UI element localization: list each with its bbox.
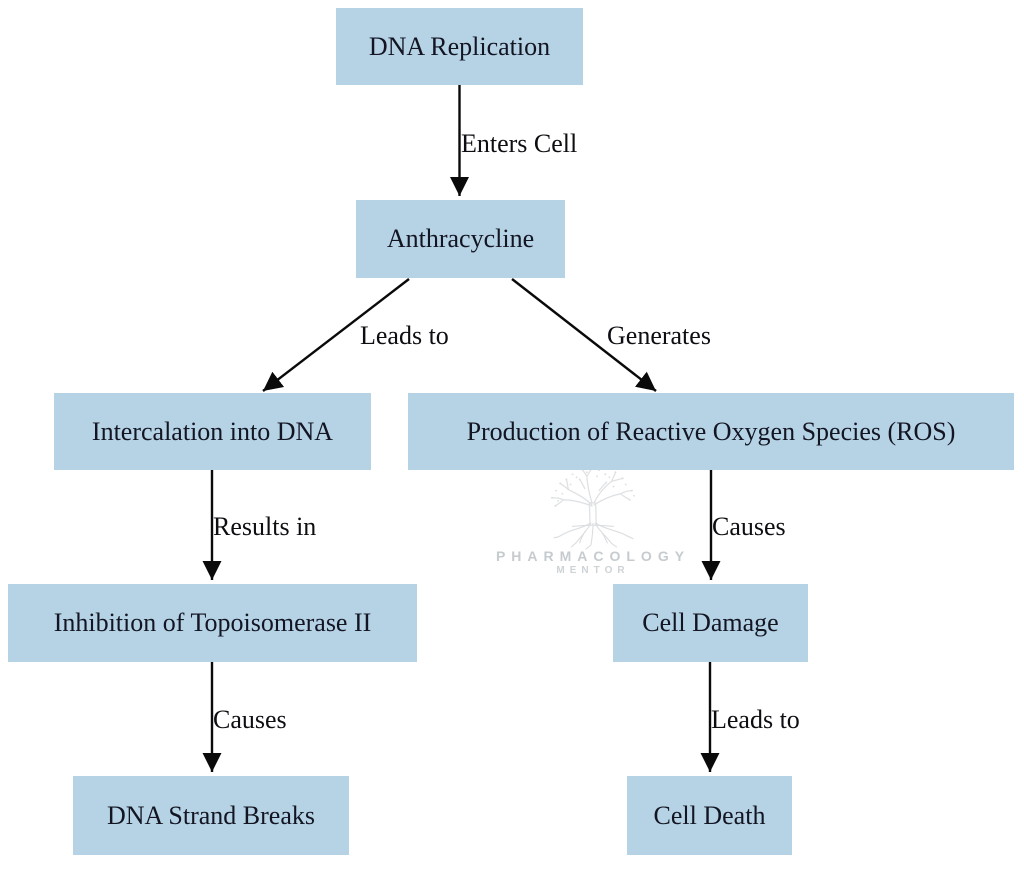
edge-label-generates: Generates: [607, 321, 711, 350]
node-label-cell-damage: Cell Damage: [642, 608, 779, 637]
node-label-dna-strand-breaks: DNA Strand Breaks: [107, 800, 315, 830]
node-label-dna-replication: DNA Replication: [368, 31, 551, 61]
node-label-intercalation-into-dna: Intercalation into DNA: [91, 416, 334, 446]
node-topoisomerase-inhibition: Inhibition of Topoisomerase II: [8, 584, 417, 662]
edge-label-leads-to-left: Leads to: [360, 321, 449, 350]
node-label-ros-production: Production of Reactive Oxygen Species (R…: [466, 416, 956, 446]
node-label-anthracycline: Anthracycline: [386, 224, 535, 253]
edge-anthracycline-to-intercalation: [262, 278, 410, 392]
node-anthracycline: Anthracycline: [356, 200, 565, 278]
node-ros-production: Production of Reactive Oxygen Species (R…: [408, 393, 1014, 470]
edge-label-causes-left: Causes: [213, 705, 287, 734]
edge-label-enters-cell: Enters Cell: [461, 129, 578, 158]
edge-label-leads-to-right: Leads to: [711, 705, 800, 734]
edge-anthracycline-to-ros: [511, 278, 657, 392]
node-dna-replication: DNA Replication: [336, 8, 583, 85]
node-cell-death: Cell Death: [627, 776, 792, 855]
edge-label-results-in: Results in: [213, 512, 317, 541]
node-dna-strand-breaks: DNA Strand Breaks: [73, 776, 349, 855]
node-label-topoisomerase-inhibition: Inhibition of Topoisomerase II: [53, 608, 372, 637]
edge-label-causes-right: Causes: [712, 512, 786, 541]
node-intercalation-into-dna: Intercalation into DNA: [54, 393, 371, 470]
node-label-cell-death: Cell Death: [653, 800, 766, 830]
node-cell-damage: Cell Damage: [613, 584, 808, 662]
